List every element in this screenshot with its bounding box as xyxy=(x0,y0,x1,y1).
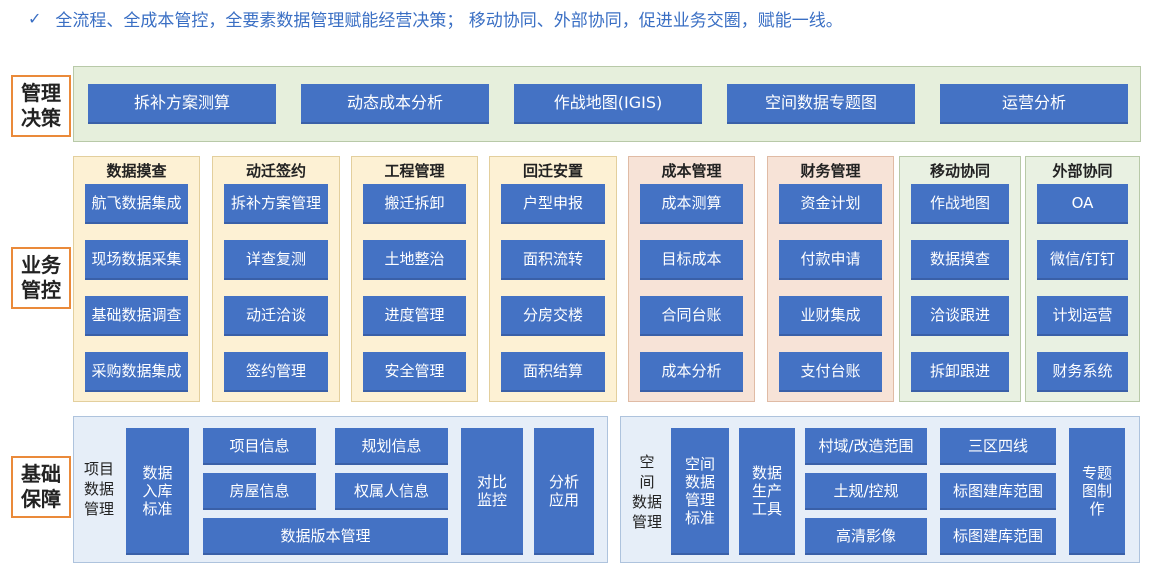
business-item[interactable]: 成本测算 xyxy=(640,184,743,224)
layer-label-foundation: 基础 保障 xyxy=(11,456,71,518)
planning-info-box[interactable]: 规划信息 xyxy=(335,428,448,465)
business-item[interactable]: 财务系统 xyxy=(1037,352,1128,392)
business-group-title: 财务管理 xyxy=(800,162,861,180)
business-item[interactable]: 资金计划 xyxy=(779,184,882,224)
business-item[interactable]: OA xyxy=(1037,184,1128,224)
business-group-title: 动迁签约 xyxy=(245,162,306,180)
business-item[interactable]: 搬迁拆卸 xyxy=(363,184,466,224)
project-data-title: 项目 数据 管理 xyxy=(83,460,114,518)
business-group-title: 成本管理 xyxy=(661,162,722,180)
thematic-map-box[interactable]: 专题 图制 作 xyxy=(1069,428,1125,555)
business-item[interactable]: 目标成本 xyxy=(640,240,743,280)
decision-item[interactable]: 运营分析 xyxy=(940,84,1128,124)
layer-label-decision: 管理 决策 xyxy=(11,75,71,137)
business-item[interactable]: 分房交楼 xyxy=(501,296,605,336)
business-item[interactable]: 数据摸查 xyxy=(911,240,1009,280)
compare-monitor-box[interactable]: 对比 监控 xyxy=(461,428,523,555)
business-item[interactable]: 面积结算 xyxy=(501,352,605,392)
business-item[interactable]: 户型申报 xyxy=(501,184,605,224)
village-range-box[interactable]: 村域/改造范围 xyxy=(805,428,927,465)
business-item[interactable]: 计划运营 xyxy=(1037,296,1128,336)
business-item[interactable]: 现场数据采集 xyxy=(85,240,188,280)
land-planning-box[interactable]: 土规/控规 xyxy=(805,473,927,510)
business-item[interactable]: 进度管理 xyxy=(363,296,466,336)
map-range-box-1[interactable]: 标图建库范围 xyxy=(940,473,1056,510)
business-item[interactable]: 拆补方案管理 xyxy=(224,184,328,224)
header-line: ✓ 全流程、全成本管控，全要素数据管理赋能经营决策； 移动协同、外部协同，促进业… xyxy=(28,6,843,31)
business-item[interactable]: 作战地图 xyxy=(911,184,1009,224)
business-group-title: 外部协同 xyxy=(1052,162,1113,180)
business-item[interactable]: 动迁洽谈 xyxy=(224,296,328,336)
hd-imagery-box[interactable]: 高清影像 xyxy=(805,518,927,555)
zones-lines-box[interactable]: 三区四线 xyxy=(940,428,1056,465)
data-standard-box[interactable]: 数据 入库 标准 xyxy=(126,428,189,555)
business-item[interactable]: 安全管理 xyxy=(363,352,466,392)
business-item[interactable]: 采购数据集成 xyxy=(85,352,188,392)
business-item[interactable]: 微信/钉钉 xyxy=(1037,240,1128,280)
business-item[interactable]: 业财集成 xyxy=(779,296,882,336)
business-item[interactable]: 拆卸跟进 xyxy=(911,352,1009,392)
production-tools-box[interactable]: 数据 生产 工具 xyxy=(739,428,795,555)
business-item[interactable]: 付款申请 xyxy=(779,240,882,280)
business-group-title: 工程管理 xyxy=(384,162,445,180)
analysis-app-box[interactable]: 分析 应用 xyxy=(534,428,594,555)
business-item[interactable]: 洽谈跟进 xyxy=(911,296,1009,336)
business-item[interactable]: 航飞数据集成 xyxy=(85,184,188,224)
business-group-title: 回迁安置 xyxy=(522,162,583,180)
business-item[interactable]: 面积流转 xyxy=(501,240,605,280)
decision-item[interactable]: 作战地图(IGIS) xyxy=(514,84,702,124)
business-item[interactable]: 成本分析 xyxy=(640,352,743,392)
housing-info-box[interactable]: 房屋信息 xyxy=(203,473,316,510)
spatial-data-title: 空 间 数据 管理 xyxy=(631,452,662,531)
business-item[interactable]: 签约管理 xyxy=(224,352,328,392)
decision-item[interactable]: 拆补方案测算 xyxy=(88,84,276,124)
business-group-title: 移动协同 xyxy=(929,162,990,180)
business-item[interactable]: 详查复测 xyxy=(224,240,328,280)
layer-label-business: 业务 管控 xyxy=(11,247,71,309)
spatial-standard-box[interactable]: 空间 数据 管理 标准 xyxy=(671,428,729,555)
business-item[interactable]: 支付台账 xyxy=(779,352,882,392)
owner-info-box[interactable]: 权属人信息 xyxy=(335,473,448,510)
decision-item[interactable]: 动态成本分析 xyxy=(301,84,489,124)
business-item[interactable]: 基础数据调查 xyxy=(85,296,188,336)
header-text: 全流程、全成本管控，全要素数据管理赋能经营决策； 移动协同、外部协同，促进业务交… xyxy=(55,10,843,31)
business-item[interactable]: 合同台账 xyxy=(640,296,743,336)
business-group-title: 数据摸查 xyxy=(106,162,167,180)
map-range-box-2[interactable]: 标图建库范围 xyxy=(940,518,1056,555)
data-version-box[interactable]: 数据版本管理 xyxy=(203,518,448,555)
business-item[interactable]: 土地整治 xyxy=(363,240,466,280)
check-icon: ✓ xyxy=(28,8,42,28)
decision-item[interactable]: 空间数据专题图 xyxy=(727,84,915,124)
project-info-box[interactable]: 项目信息 xyxy=(203,428,316,465)
